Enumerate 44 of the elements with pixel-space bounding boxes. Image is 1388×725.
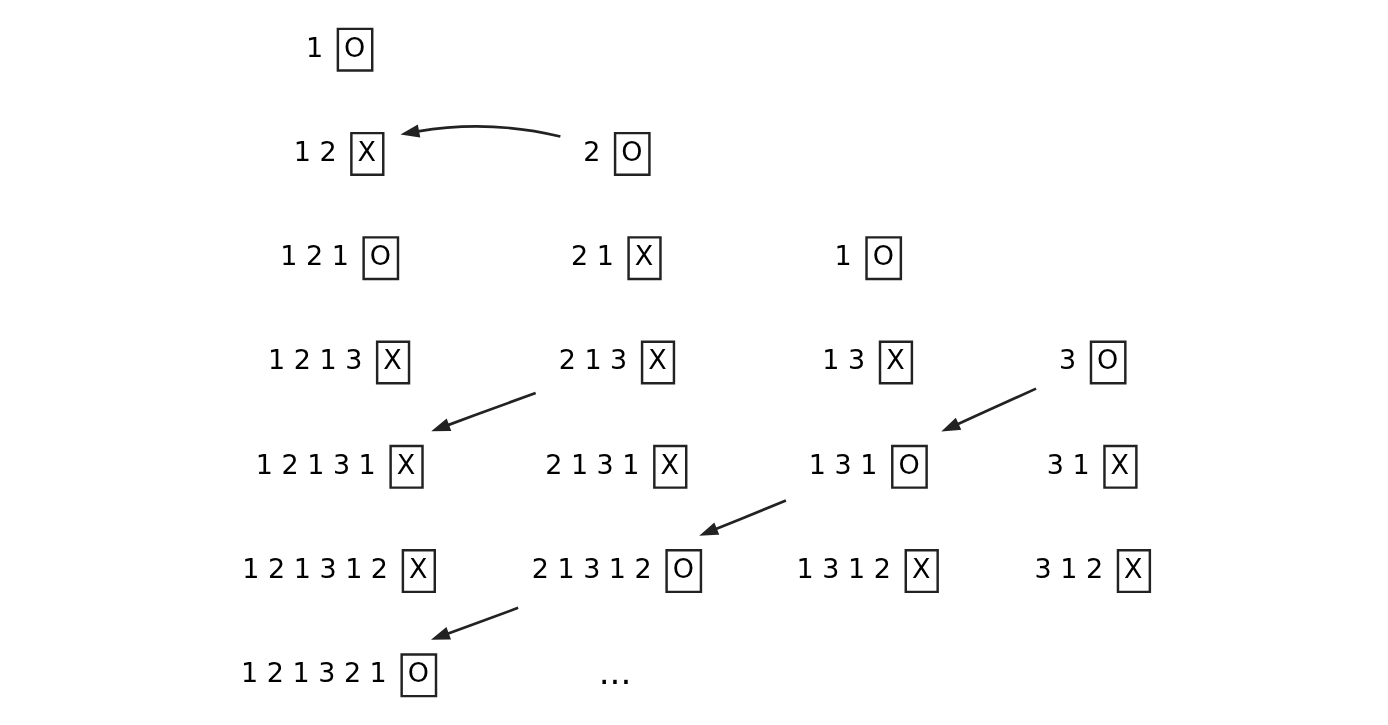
node-box: O: [613, 131, 651, 177]
node-label: 3 1: [1046, 448, 1090, 480]
node-box: X: [1116, 548, 1151, 594]
arrow: [698, 499, 786, 536]
node-label: 2 1 3: [558, 344, 627, 376]
node-box: X: [388, 444, 424, 489]
node-box: X: [1102, 444, 1138, 489]
node-label: 1 2 1 3 1: [255, 448, 376, 480]
node-label: 2 1: [570, 240, 614, 272]
node-box: X: [375, 340, 410, 385]
label: ...: [598, 651, 631, 692]
node-label: 1: [305, 31, 323, 63]
node-label: 1 2 1: [279, 240, 349, 272]
node-label: 3: [1058, 344, 1076, 376]
node-label: 2: [582, 135, 600, 167]
node-label: 1 3 1 2: [796, 552, 891, 584]
node-box: X: [349, 131, 384, 177]
node-box: X: [904, 548, 939, 594]
node-label: 2 1 3 1 2: [531, 552, 652, 584]
node-label: 1: [834, 240, 852, 272]
node-box: X: [626, 236, 662, 281]
node-label: 3 1 2: [1034, 552, 1103, 584]
arrow: [399, 124, 561, 138]
node-box: O: [664, 548, 702, 594]
node-label: 1 2 1 3 1 2: [241, 552, 388, 584]
node-box: O: [890, 444, 928, 489]
node-box: O: [361, 236, 399, 281]
node-box: X: [652, 444, 687, 489]
node-label: 1 2 1 3: [267, 344, 362, 376]
node-label: 1 3 1: [808, 448, 877, 480]
node-label: 1 2 1 3 2 1: [240, 657, 387, 689]
node-label: 1 2: [293, 135, 337, 167]
node-label: 1 3: [821, 344, 865, 376]
node-box: X: [401, 548, 436, 594]
node-box: O: [336, 27, 373, 72]
node-label: 2 1 3 1: [544, 448, 640, 480]
node-box: O: [864, 236, 902, 281]
node-box: O: [399, 653, 437, 698]
node-box: X: [640, 340, 675, 385]
node-box: O: [1089, 340, 1127, 385]
arrow: [430, 606, 519, 640]
arrow: [940, 387, 1037, 432]
node-box: X: [878, 340, 913, 385]
arrow: [430, 391, 536, 432]
